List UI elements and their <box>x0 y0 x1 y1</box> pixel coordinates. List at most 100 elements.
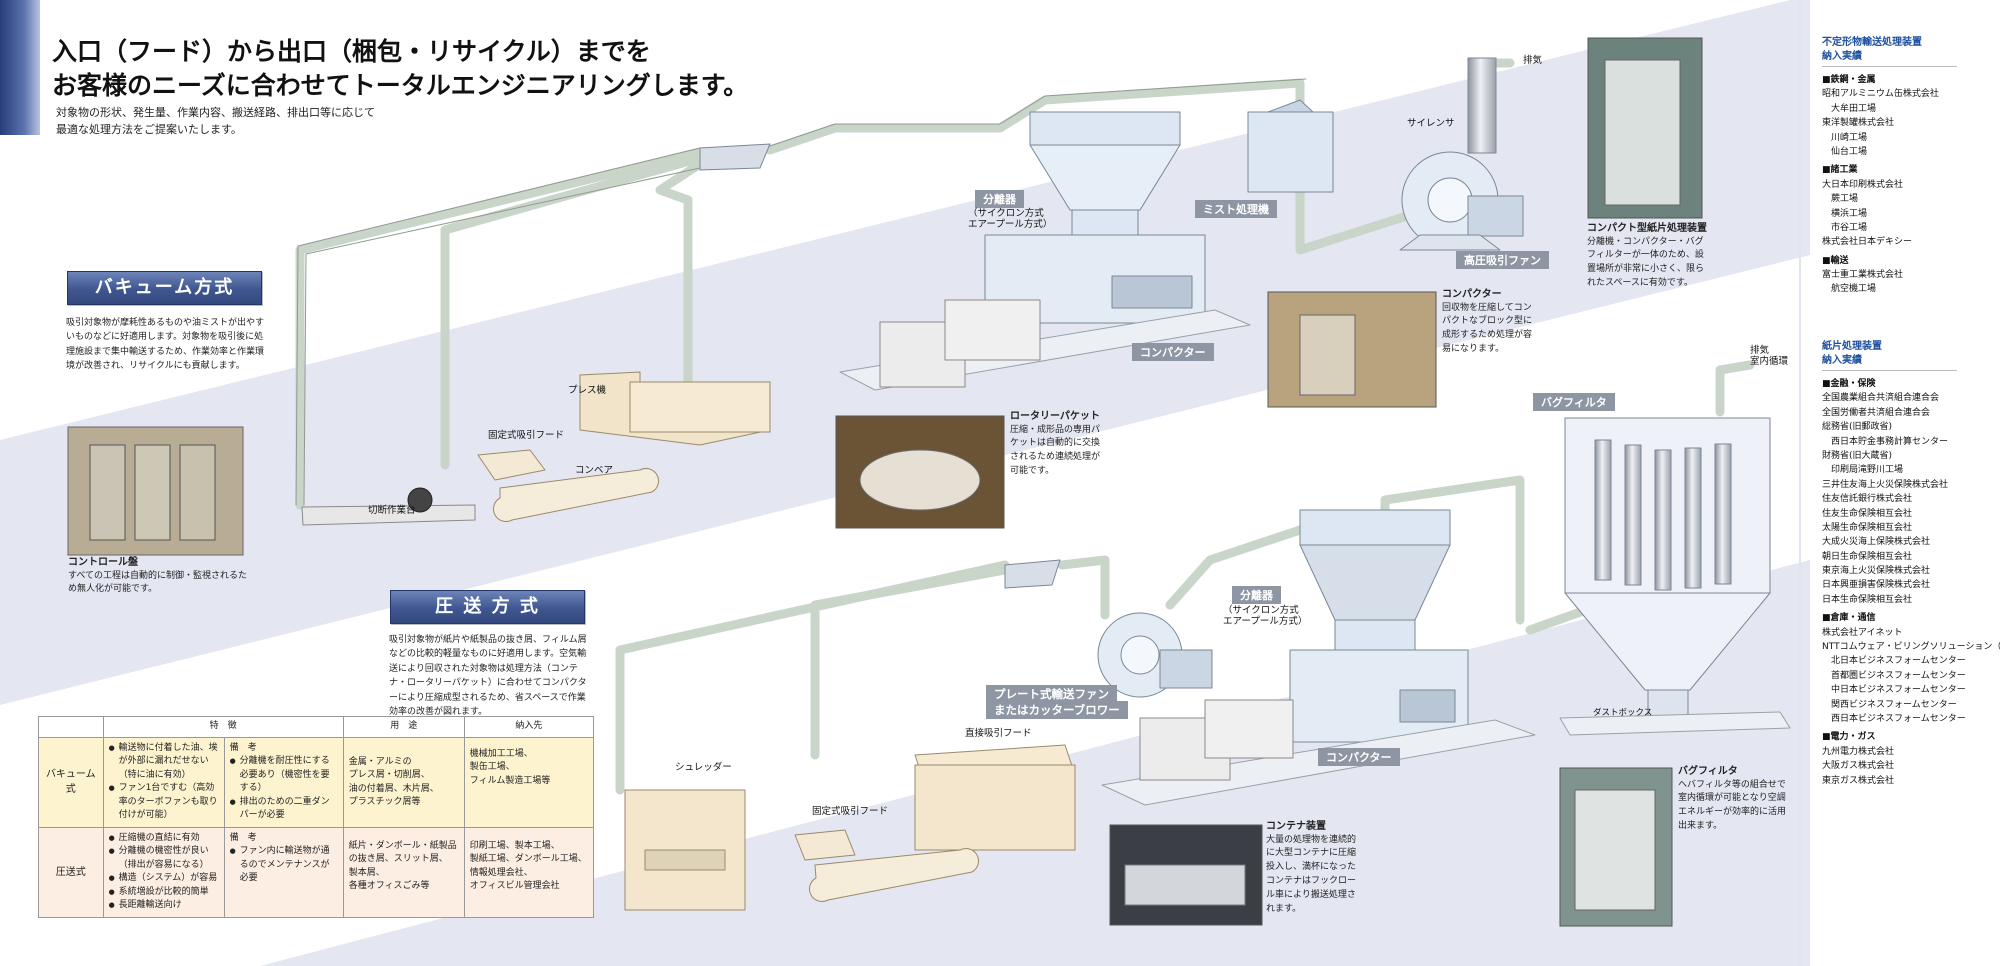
photos <box>67 37 1703 927</box>
list-item: 北日本ビジネスフォームセンター <box>1822 656 1966 667</box>
uses-cell: 金属・アルミの プレス屑・切削屑、 油の付着屑、木片屑、 プラスチック屑等 <box>342 736 465 828</box>
list-item: 分離機の機密性が良い（排出が容易になる） <box>109 845 219 872</box>
high-pressure-fan-tag: 高圧吸引ファン <box>1456 251 1549 269</box>
method-cell: バキューム式 <box>38 736 104 828</box>
table-row: バキューム式 輸送物に付着した油、埃が外部に漏れだせない（特に油に有効） ファン… <box>38 736 595 828</box>
list-item: 排出のための二重ダンパーが必要 <box>230 796 338 823</box>
delivery-record-panel-1: 不定形物輸送処理装置 納入実績 ■鉄鋼・金属昭和アルミニウム缶株式会社 大牟田工… <box>1822 36 1957 297</box>
page-title-line1: 入口（フード）から出口（梱包・リサイクル）までを <box>52 37 651 66</box>
list-item: 西日本ビジネスフォームセンター <box>1822 713 1966 724</box>
delivery-record-panel-2: 紙片処理装置 納入実績 ■金融・保険全国農業組合共済組合連合会全国労働者共済組合… <box>1822 340 2000 788</box>
uses-cell: 紙片・ダンボール・紙製品 の抜き屑、スリット屑、 製本屑、 各種オフィスごみ等 <box>342 826 465 918</box>
list-item: 日本興亜損害保険株式会社 <box>1822 580 1931 591</box>
list-item: 長距離輸送向け <box>109 899 219 913</box>
category-heading: ■輸送 <box>1822 255 1849 266</box>
list-item: 全国労働者共済組合連合会 <box>1822 407 1931 418</box>
list-item: 総務省(旧郵政省) <box>1822 422 1893 433</box>
section1-title: 不定形物輸送処理装置 納入実績 <box>1822 36 1957 67</box>
rotary-bucket-caption-title: ロータリーパケット <box>1010 411 1100 422</box>
category-heading: ■倉庫・通信 <box>1822 613 1876 624</box>
list-item: 大日本印刷株式会社 <box>1822 179 1904 190</box>
list-item: 分離機を耐圧性にする必要あり（機密性を要する） <box>230 755 338 796</box>
list-item: 株式会社日本デキシー <box>1822 237 1913 248</box>
dust-box-label: ダストボックス <box>1593 708 1653 718</box>
list-item: 構造（システム）が容易 <box>109 872 219 886</box>
control-panel-caption-title: コントロール盤 <box>68 557 138 568</box>
compactor-caption-body: 回収物を圧縮してコンパクトなブロック型に成形するため処理が容易になります。 <box>1442 302 1533 355</box>
container-caption: コンテナ装置 大量の処理物を連続的に大型コンテナに圧縮投入し、満杯になったコンテ… <box>1266 820 1362 917</box>
plate-fan-sub-tag: またはカッターブロワー <box>986 701 1128 719</box>
bag-filter-tag: バグフィルタ <box>1533 393 1615 411</box>
compact-unit-caption-title: コンパクト型紙片処理装置 <box>1587 223 1707 234</box>
shredder-label: シュレッダー <box>675 762 732 773</box>
bag-filter-caption-body: ヘバフィルタ等の組合せで室内循環が可能となり空調エネルギーが効率的に活用出来ます… <box>1678 779 1787 832</box>
clients-cell: 機械加工工場、 製缶工場、 フィルム製造工場等 <box>463 736 595 828</box>
note-title: 備 考 <box>229 832 257 843</box>
pressure-method-description: 吸引対象物が紙片や紙製品の抜き屑、フィルム屑などの比較的軽量なものに好適用します… <box>389 635 587 717</box>
page-title-line2: お客様のニーズに合わせてトータルエンジニアリングします。 <box>52 71 749 100</box>
table-header-row: 特 徴 用 途 納入先 <box>38 716 595 738</box>
list-item: 首都圏ビジネスフォームセンター <box>1822 670 1966 681</box>
list-item: 住友生命保険相互会社 <box>1822 508 1913 519</box>
compact-unit-caption-body: 分離機・コンパクター・バグフィルターが一体のため、設置場所が非常に小さく、限られ… <box>1587 236 1705 289</box>
fixed-hood-bottom-label: 固定式吸引フード <box>812 806 889 817</box>
features-right-list: ファン内に輸送物が通るのでメンテナンスが必要 <box>230 845 338 886</box>
features-right-list: 分離機を耐圧性にする必要あり（機密性を要する） 排出のための二重ダンパーが必要 <box>230 755 338 823</box>
comparison-table: 特 徴 用 途 納入先 バキューム式 輸送物に付着した油、埃が外部に漏れだせない… <box>38 716 595 918</box>
vacuum-method-description: 吸引対象物が摩耗性あるものや油ミストが出やすいものなどに好適用します。対象物を吸… <box>66 318 265 372</box>
separator-top-tag: 分離器 <box>975 190 1024 208</box>
method-cell: 圧送式 <box>38 826 104 918</box>
compactor-caption-title: コンパクター <box>1442 289 1502 300</box>
direct-hood-label: 直接吸引フード <box>965 728 1032 739</box>
section1-list: ■鉄鋼・金属昭和アルミニウム缶株式会社 大牟田工場東洋製罐株式会社 川崎工場 仙… <box>1822 73 1957 297</box>
list-item: 西日本貯金事務計算センター <box>1822 436 1949 447</box>
separator-bottom-tag: 分離器 <box>1232 586 1281 604</box>
section2-title: 紙片処理装置 納入実績 <box>1822 340 1957 371</box>
pressure-method-title: 圧 送 方 式 <box>390 590 585 624</box>
rotary-bucket-caption: ロータリーパケット 圧縮・成形品の専用パケットは自動的に交換されるため連続処理が… <box>1010 410 1105 479</box>
list-item: 市谷工場 <box>1822 222 1868 233</box>
cutting-table-label: 切断作業台 <box>368 505 416 516</box>
list-item: 太陽生命保険相互会社 <box>1822 522 1913 533</box>
list-item: ファン内に輸送物が通るのでメンテナンスが必要 <box>230 845 338 886</box>
exhaust-top-label: 排気 <box>1523 55 1543 66</box>
list-item: 東洋製罐株式会社 <box>1822 118 1895 129</box>
list-item: 仙台工場 <box>1822 146 1868 157</box>
list-item: 日本生命保険相互会社 <box>1822 594 1913 605</box>
compactor-top-tag: コンパクター <box>1132 343 1214 361</box>
header-accent-bar <box>0 0 40 135</box>
list-item: 富士重工業株式会社 <box>1822 270 1904 281</box>
list-item: 横浜工場 <box>1822 208 1868 219</box>
separator-bottom-sublabel: （サイクロン方式 エアープール方式） <box>1223 605 1308 628</box>
silencer-label: サイレンサ <box>1407 118 1455 129</box>
compactor-caption: コンパクター 回収物を圧縮してコンパクトなブロック型に成形するため処理が容易にな… <box>1442 288 1537 357</box>
category-heading: ■電力・ガス <box>1822 732 1876 743</box>
category-heading: ■諸工業 <box>1822 165 1858 176</box>
list-item: 東京海上火災保険株式会社 <box>1822 566 1931 577</box>
list-item: 関西ビジネスフォームセンター <box>1822 699 1957 710</box>
page-subtitle-line1: 対象物の形状、発生量、作業内容、搬送経路、排出口等に応じて <box>56 106 375 119</box>
list-item: 住友信託銀行株式会社 <box>1822 494 1913 505</box>
vacuum-method-title: バキューム方式 <box>67 271 262 305</box>
exhaust-recirc-label: 排気 室内循環 <box>1750 345 1789 368</box>
list-item: 東京ガス株式会社 <box>1822 775 1895 786</box>
header-uses: 用 途 <box>342 716 465 738</box>
list-item: NTTコムウェア・ビリングソリューション（株） <box>1822 642 2000 653</box>
mist-processor-tag: ミスト処理機 <box>1195 200 1277 218</box>
control-panel-caption-body: すべての工程は自動的に制御・監視されるため無人化が可能です。 <box>68 570 248 595</box>
fixed-hood-top-label: 固定式吸引フード <box>488 430 565 441</box>
list-item: 輸送物に付着した油、埃が外部に漏れだせない（特に油に有効） <box>109 742 219 783</box>
header-features: 特 徴 <box>102 716 344 738</box>
list-item: 昭和アルミニウム缶株式会社 <box>1822 89 1939 100</box>
separator-top-sublabel: （サイクロン方式 エアープール方式） <box>968 208 1053 231</box>
list-item: 朝日生命保険相互会社 <box>1822 551 1913 562</box>
note-title: 備 考 <box>229 742 257 753</box>
list-item: 印刷局滝野川工場 <box>1822 465 1904 476</box>
list-item: 九州電力株式会社 <box>1822 746 1895 757</box>
table-row: 圧送式 圧縮機の直結に有効 分離機の機密性が良い（排出が容易になる） 構造（シス… <box>38 826 595 918</box>
list-item: 財務省(旧大蔵省) <box>1822 450 1893 461</box>
list-item: 大牟田工場 <box>1822 103 1877 114</box>
press-label: プレス機 <box>568 385 607 396</box>
list-item: 中日本ビジネスフォームセンター <box>1822 685 1966 696</box>
